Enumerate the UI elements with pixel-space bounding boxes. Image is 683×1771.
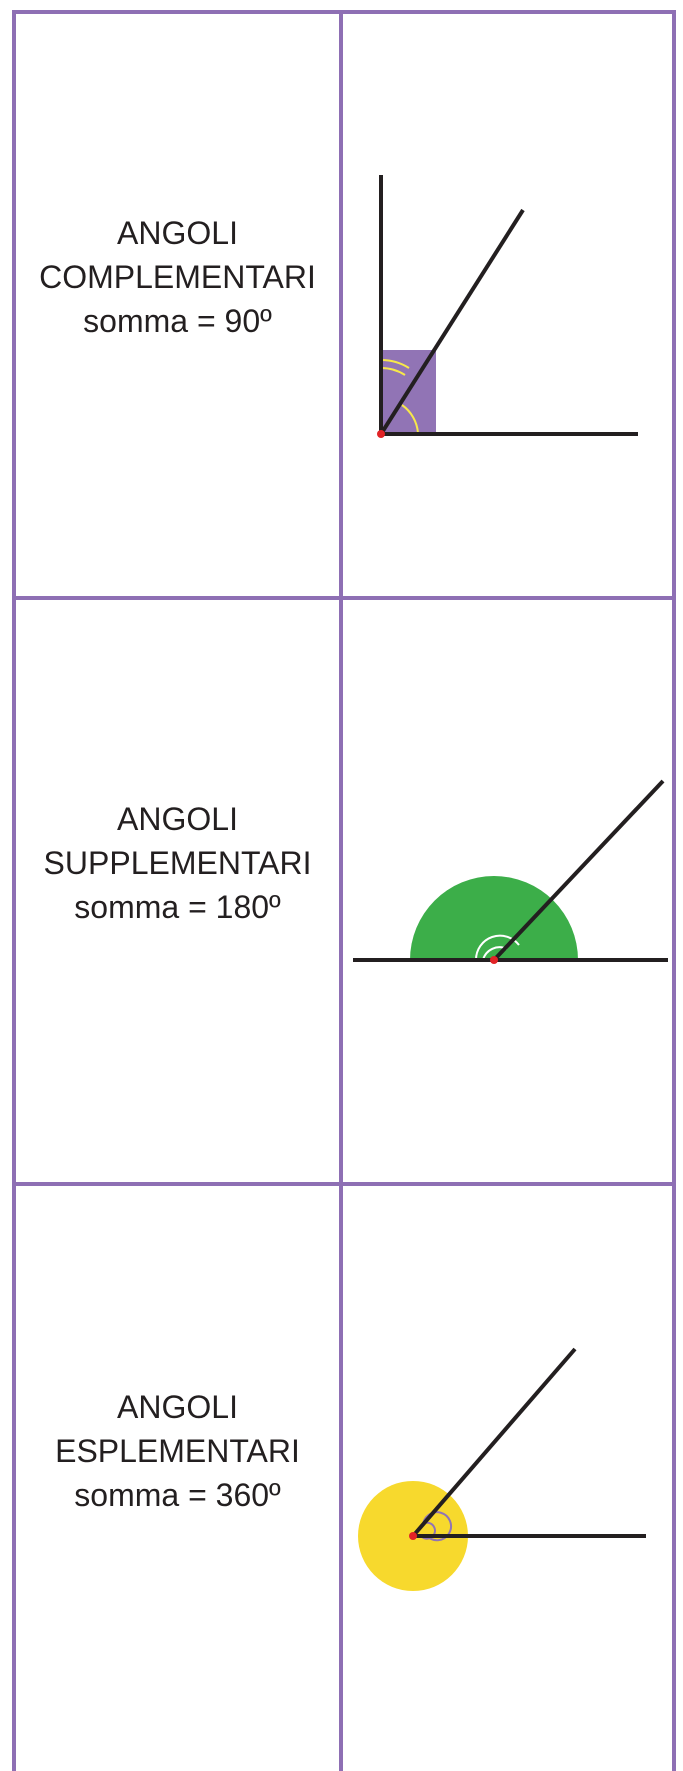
subtitle-complementari: COMPLEMENTARI <box>39 259 316 295</box>
angle-types-table: ANGOLI COMPLEMENTARI somma = 90º ANGOLI <box>12 10 676 1771</box>
subtitle-supplementari: SUPPLEMENTARI <box>43 845 312 881</box>
row-complementari: ANGOLI COMPLEMENTARI somma = 90º <box>12 10 676 596</box>
half-disc <box>410 876 578 960</box>
oblique-ray <box>379 208 525 436</box>
title-esplementari: ANGOLI <box>117 1388 238 1425</box>
title-complementari: ANGOLI <box>117 215 238 251</box>
label-cell-supplementari: ANGOLI SUPPLEMENTARI somma = 180º <box>12 600 343 1182</box>
oblique-ray <box>492 779 665 962</box>
explementary-angles-figure <box>358 1347 646 1591</box>
supplementary-angles-figure <box>353 779 668 964</box>
row-supplementari: ANGOLI SUPPLEMENTARI somma = 180º <box>12 596 676 1182</box>
label-supplementari: ANGOLI SUPPLEMENTARI somma = 180º <box>44 797 312 929</box>
figure-cell-esplementari <box>343 1186 676 1771</box>
sum-complementari: somma = 90º <box>83 303 272 339</box>
sum-esplementari: somma = 360º <box>74 1476 281 1513</box>
label-complementari: ANGOLI COMPLEMENTARI somma = 90º <box>39 211 316 343</box>
angle-arc-outer <box>422 1511 452 1542</box>
angle-arc-small <box>401 404 419 434</box>
title-supplementari: ANGOLI <box>117 801 238 837</box>
row-esplementari: ANGOLI ESPLEMENTARI somma = 360º <box>12 1182 676 1771</box>
label-esplementari: ANGOLI ESPLEMENTARI somma = 360º <box>55 1385 300 1517</box>
complementary-angles-figure <box>377 175 638 438</box>
figure-cell-supplementari <box>343 600 676 1182</box>
vertex-point <box>377 430 385 438</box>
vertex-point <box>409 1532 417 1540</box>
label-cell-complementari: ANGOLI COMPLEMENTARI somma = 90º <box>12 14 343 596</box>
oblique-ray <box>411 1347 577 1538</box>
figure-cell-complementari <box>343 14 676 596</box>
sum-supplementari: somma = 180º <box>74 889 281 925</box>
label-cell-esplementari: ANGOLI ESPLEMENTARI somma = 360º <box>12 1186 343 1771</box>
vertex-point <box>490 956 498 964</box>
subtitle-esplementari: ESPLEMENTARI <box>55 1432 300 1469</box>
